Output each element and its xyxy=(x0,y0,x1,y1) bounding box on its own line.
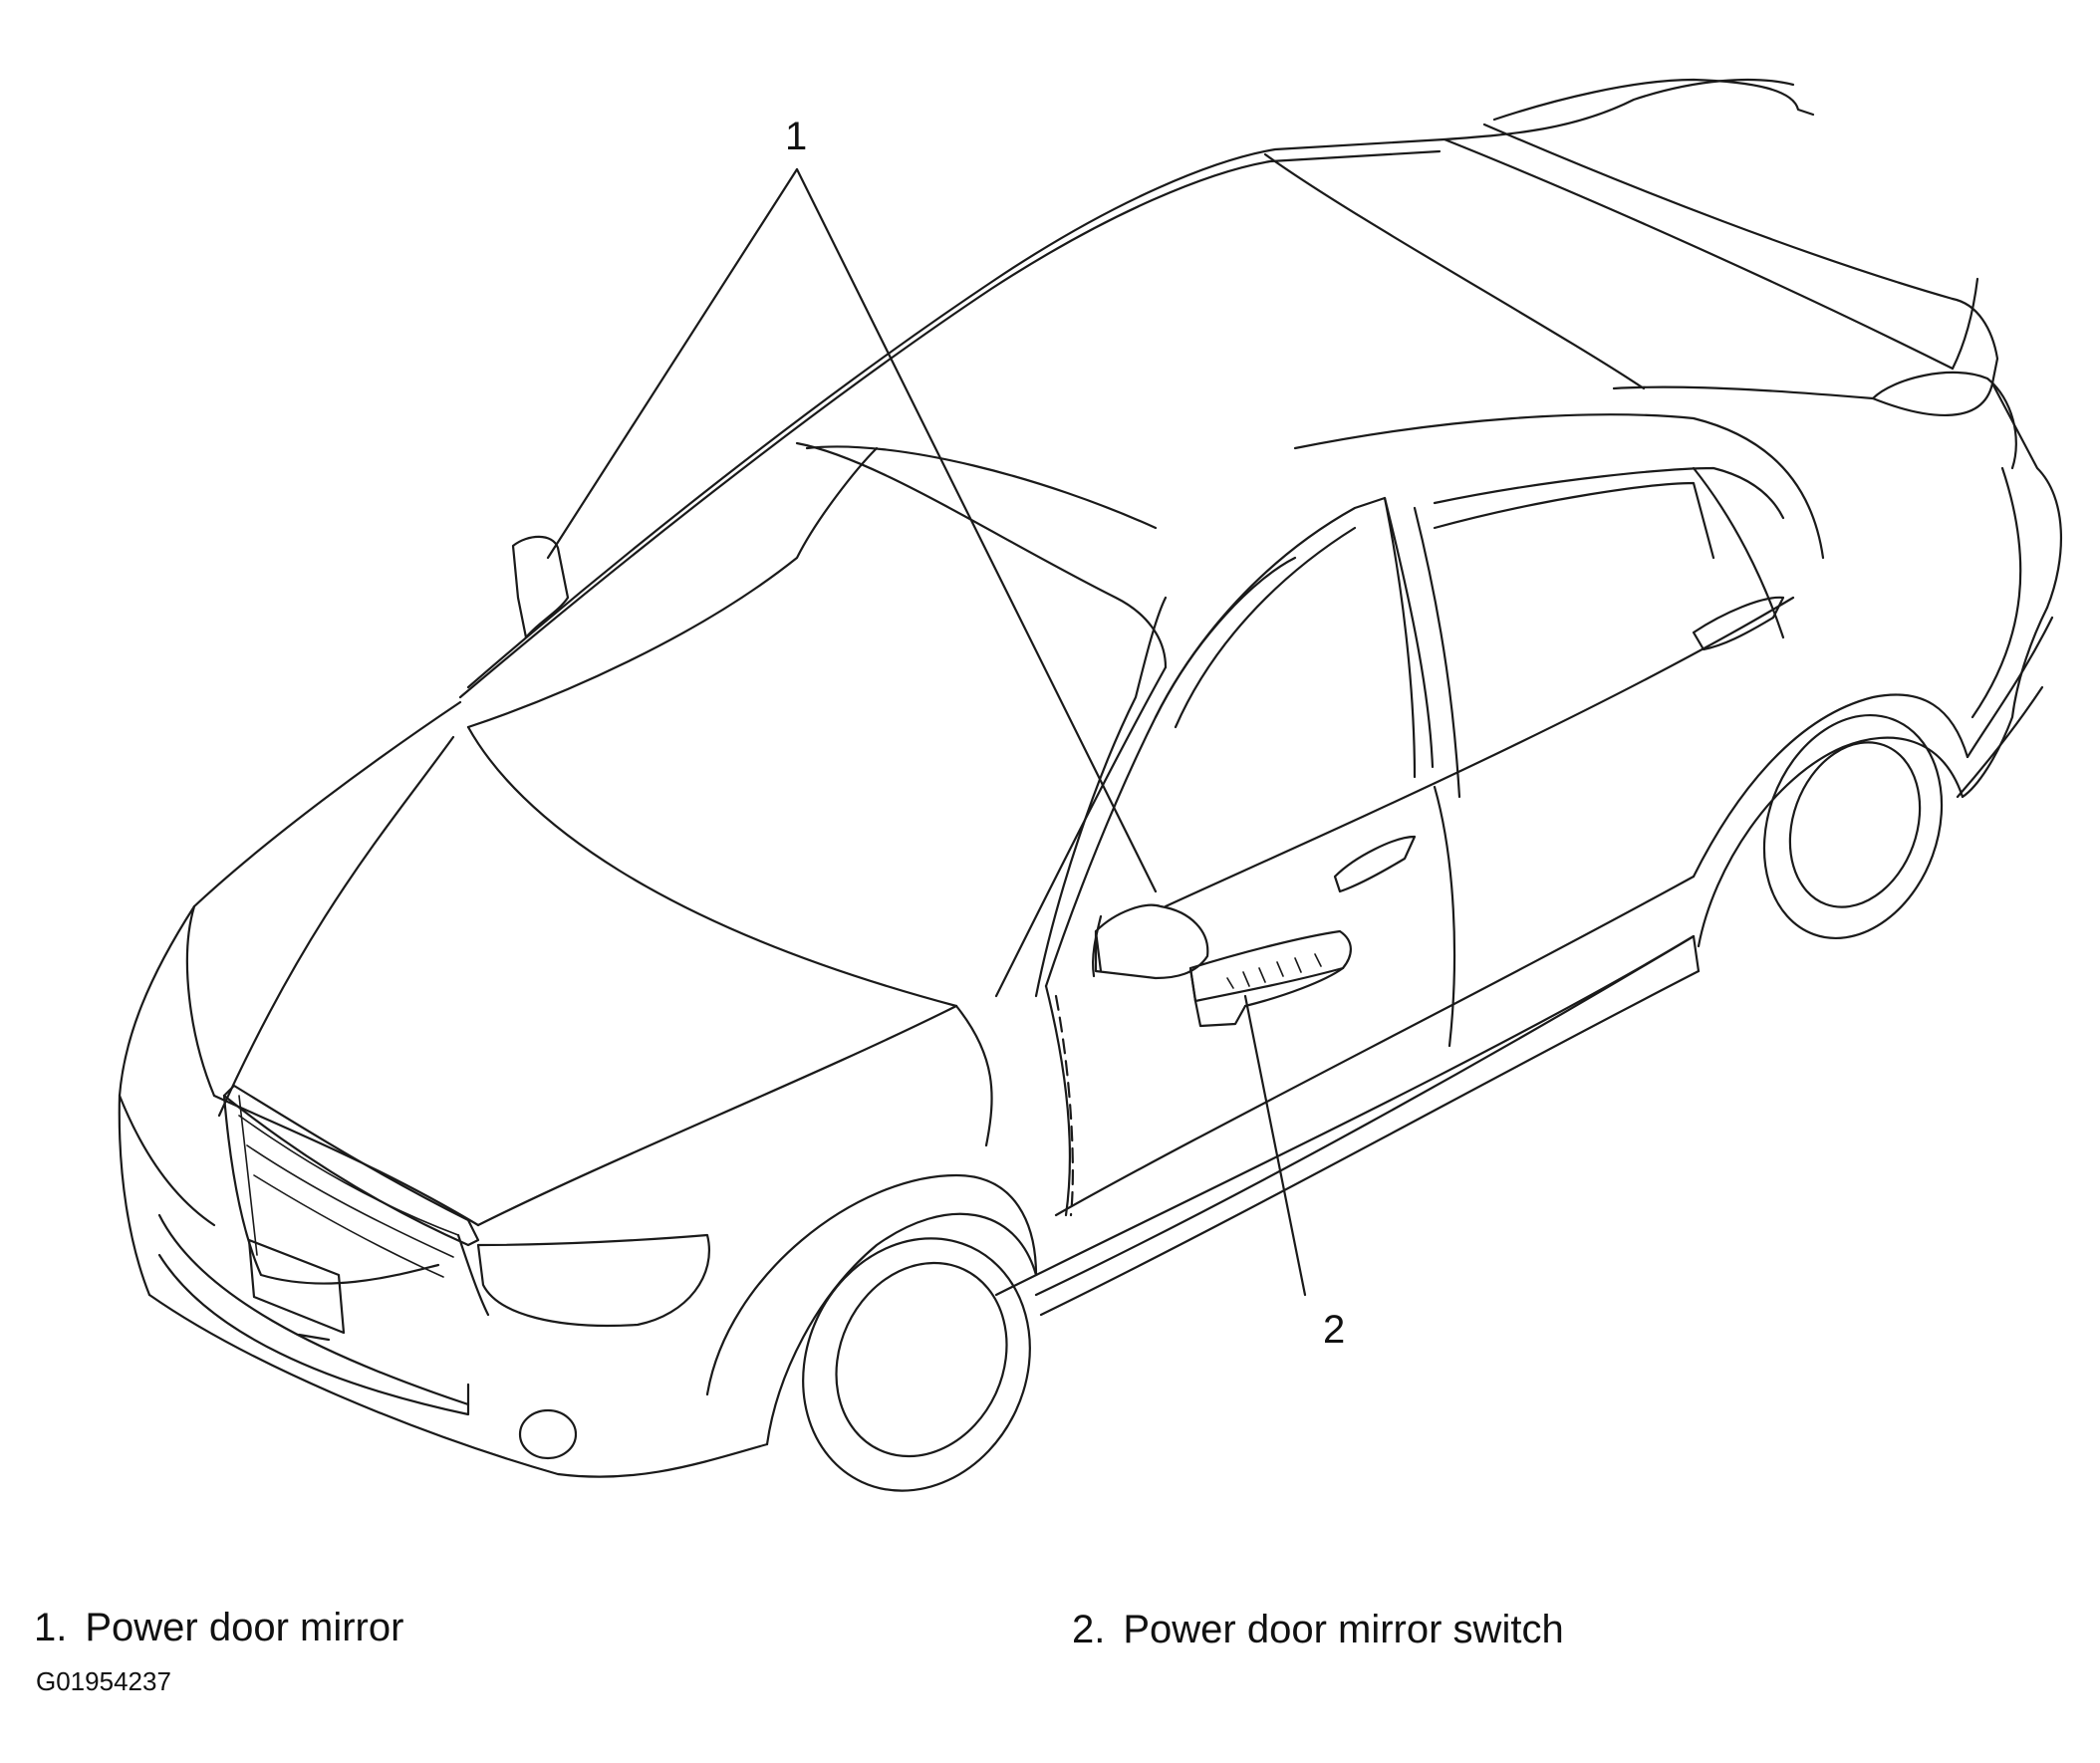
legend-number: 2. xyxy=(1072,1608,1106,1651)
legend-label: Power door mirror xyxy=(85,1606,404,1649)
callout-2: 2 xyxy=(1323,1308,1345,1352)
left-door-mirror xyxy=(511,535,570,639)
mirror-switch xyxy=(1188,929,1352,1028)
right-door-mirror xyxy=(1092,903,1209,980)
legend-number: 1. xyxy=(34,1606,68,1649)
car-body xyxy=(118,78,2063,1492)
leader-lines xyxy=(546,167,1307,1297)
callout-1: 1 xyxy=(785,115,807,158)
legend-item-1: 1. Power door mirror xyxy=(34,1608,403,1647)
legend-item-2: 2. Power door mirror switch xyxy=(1072,1610,1564,1649)
figure-code: G01954237 xyxy=(36,1666,171,1696)
legend-label: Power door mirror switch xyxy=(1123,1608,1564,1651)
